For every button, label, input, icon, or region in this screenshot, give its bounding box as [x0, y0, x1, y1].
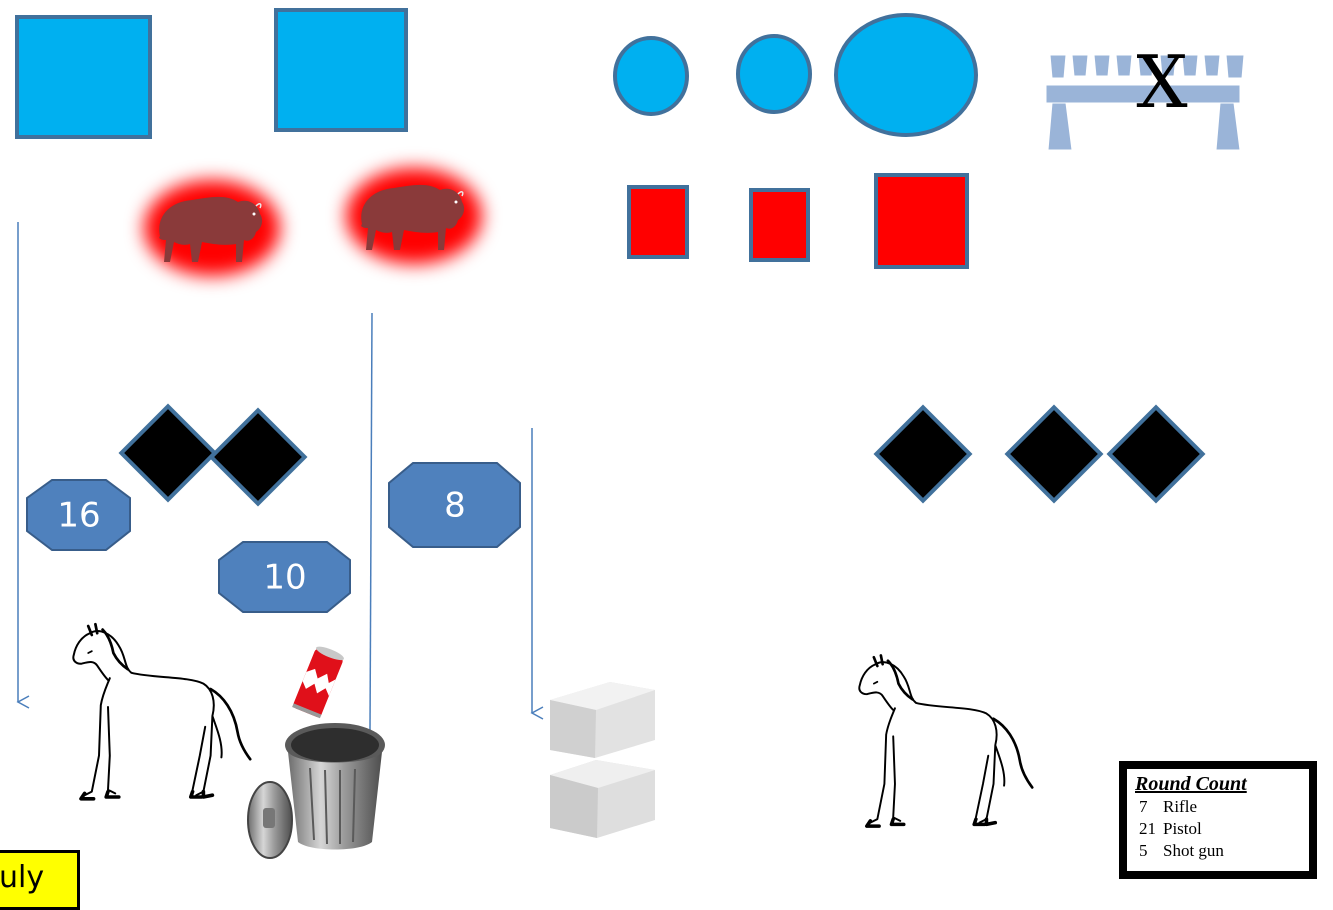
marker-10-label: 10 — [263, 558, 306, 598]
round-row-weapon: Pistol — [1163, 819, 1202, 838]
red-square-1 — [627, 185, 689, 259]
black-diamond — [119, 404, 217, 502]
trash-can-icon — [247, 723, 385, 859]
red-square-3 — [874, 173, 969, 269]
black-diamond — [1005, 405, 1103, 503]
blue-square-left — [15, 15, 152, 139]
round-row-count: 21 — [1139, 819, 1156, 838]
red-square-2 — [749, 188, 810, 262]
blue-square-right — [274, 8, 408, 132]
octagon-marker-10: 10 — [218, 541, 351, 613]
black-diamond — [1107, 405, 1205, 503]
round-row-rifle: 7 Rifle — [1139, 796, 1309, 818]
black-diamond — [209, 408, 307, 506]
round-count-box: Round Count 7 Rifle 21 Pistol 5 Shot gun — [1119, 761, 1317, 879]
round-row-count: 5 — [1139, 841, 1148, 860]
round-row-weapon: Rifle — [1163, 797, 1197, 816]
blue-circle-1 — [613, 36, 689, 116]
table-icon — [1045, 54, 1245, 151]
buffalo-icon — [346, 168, 482, 264]
soda-can-icon — [292, 646, 344, 719]
blue-ellipse-large — [834, 13, 978, 137]
round-row-pistol: 21 Pistol — [1139, 818, 1309, 840]
round-row-weapon: Shot gun — [1163, 841, 1224, 860]
marker-16-label: 16 — [57, 496, 100, 536]
black-diamond — [874, 405, 972, 503]
octagon-marker-8: 8 — [388, 462, 521, 548]
round-row-shotgun: 5 Shot gun — [1139, 840, 1309, 862]
table-x-mark: X — [1136, 40, 1187, 124]
horse-icon — [857, 653, 1034, 828]
round-count-title: Round Count — [1135, 773, 1247, 795]
month-tag: uly — [0, 850, 80, 910]
blue-circle-2 — [736, 34, 812, 114]
round-row-count: 7 — [1139, 797, 1148, 816]
arrow-middle — [369, 312, 373, 731]
buffalo-icon — [144, 180, 280, 276]
horse-icon — [71, 622, 253, 801]
octagon-marker-16: 16 — [26, 479, 131, 551]
hay-bale-icon — [550, 682, 655, 838]
marker-8-label: 8 — [444, 486, 466, 526]
